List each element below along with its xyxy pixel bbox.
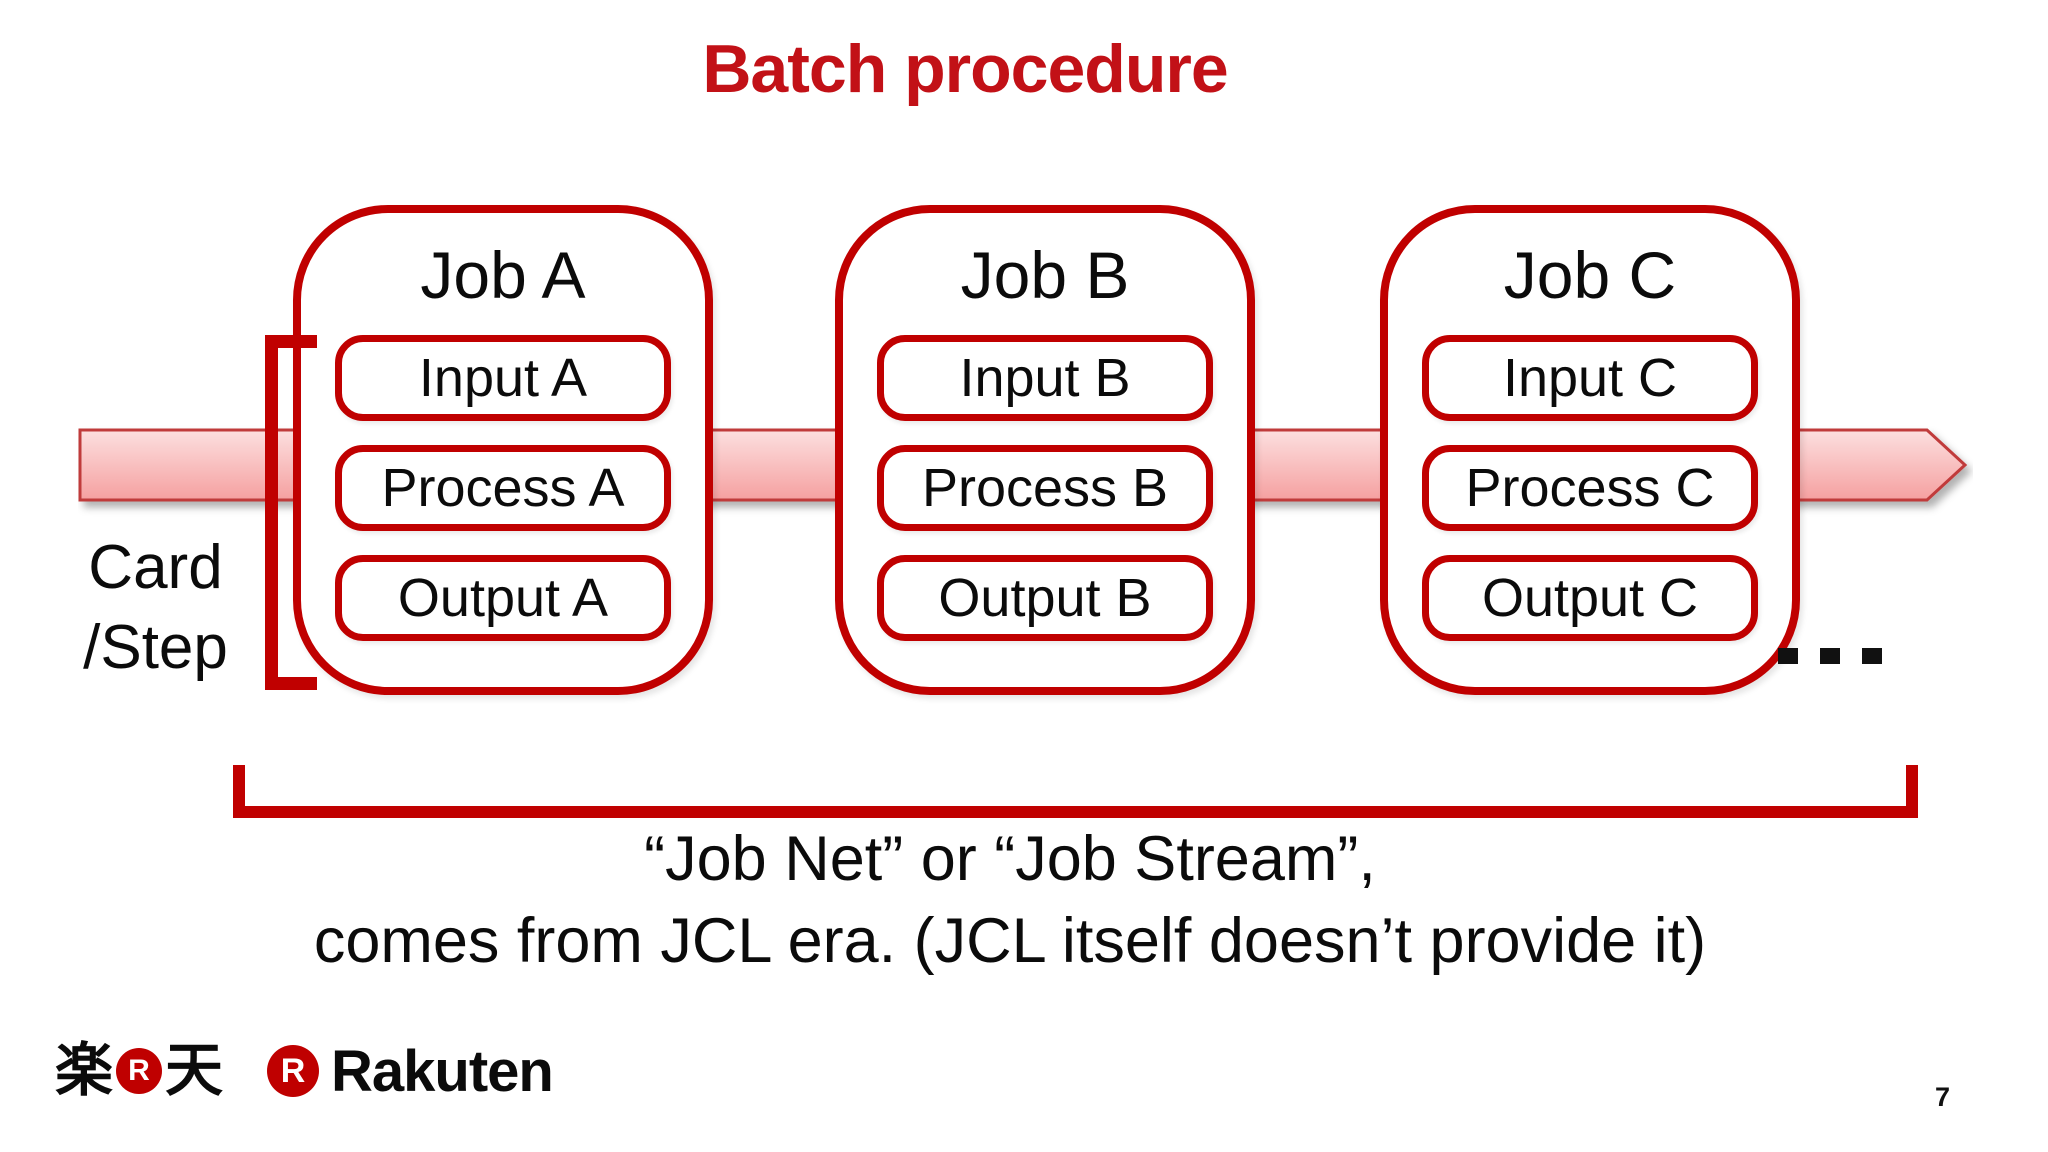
dot bbox=[1820, 648, 1840, 664]
step-process: Process B bbox=[877, 445, 1213, 531]
rakuten-r-icon: R bbox=[116, 1048, 163, 1094]
step-input: Input A bbox=[335, 335, 671, 421]
job-box: Job C Input C Process C Output C bbox=[1380, 205, 1800, 695]
job-box: Job B Input B Process B Output B bbox=[835, 205, 1255, 695]
dot bbox=[1778, 648, 1798, 664]
step-process: Process A bbox=[335, 445, 671, 531]
caption: “Job Net” or “Job Stream”, comes from JC… bbox=[10, 818, 2010, 982]
rakuten-wordmark: Rakuten bbox=[331, 1038, 554, 1104]
ellipsis-dots bbox=[1778, 648, 1904, 664]
caption-line1: “Job Net” or “Job Stream”, bbox=[644, 824, 1376, 894]
step-output: Output A bbox=[335, 555, 671, 641]
card-step-line2: /Step bbox=[83, 613, 228, 682]
logo-kanji-raku: 楽 bbox=[55, 1038, 114, 1103]
card-step-label: Card /Step bbox=[38, 528, 273, 688]
rakuten-logo: 楽 R 天 R Rakuten bbox=[55, 1038, 554, 1104]
rakuten-r-icon: R bbox=[267, 1045, 320, 1097]
step-output: Output C bbox=[1422, 555, 1758, 641]
page-number: 7 bbox=[1935, 1082, 1951, 1112]
step-input: Input C bbox=[1422, 335, 1758, 421]
job-title: Job C bbox=[1503, 238, 1677, 312]
job-title: Job B bbox=[960, 238, 1130, 312]
job-box: Job A Input A Process A Output A bbox=[293, 205, 713, 695]
step-process: Process C bbox=[1422, 445, 1758, 531]
card-step-line1: Card bbox=[88, 533, 223, 602]
step-input: Input B bbox=[877, 335, 1213, 421]
logo-kanji-ten: 天 bbox=[165, 1038, 224, 1103]
page-title: Batch procedure bbox=[702, 31, 1228, 107]
card-step-bracket bbox=[265, 335, 317, 690]
caption-line2: comes from JCL era. (JCL itself doesn’t … bbox=[313, 906, 1707, 976]
job-title: Job A bbox=[420, 238, 586, 312]
step-output: Output B bbox=[877, 555, 1213, 641]
job-net-bracket bbox=[233, 765, 1918, 818]
dot bbox=[1862, 648, 1882, 664]
